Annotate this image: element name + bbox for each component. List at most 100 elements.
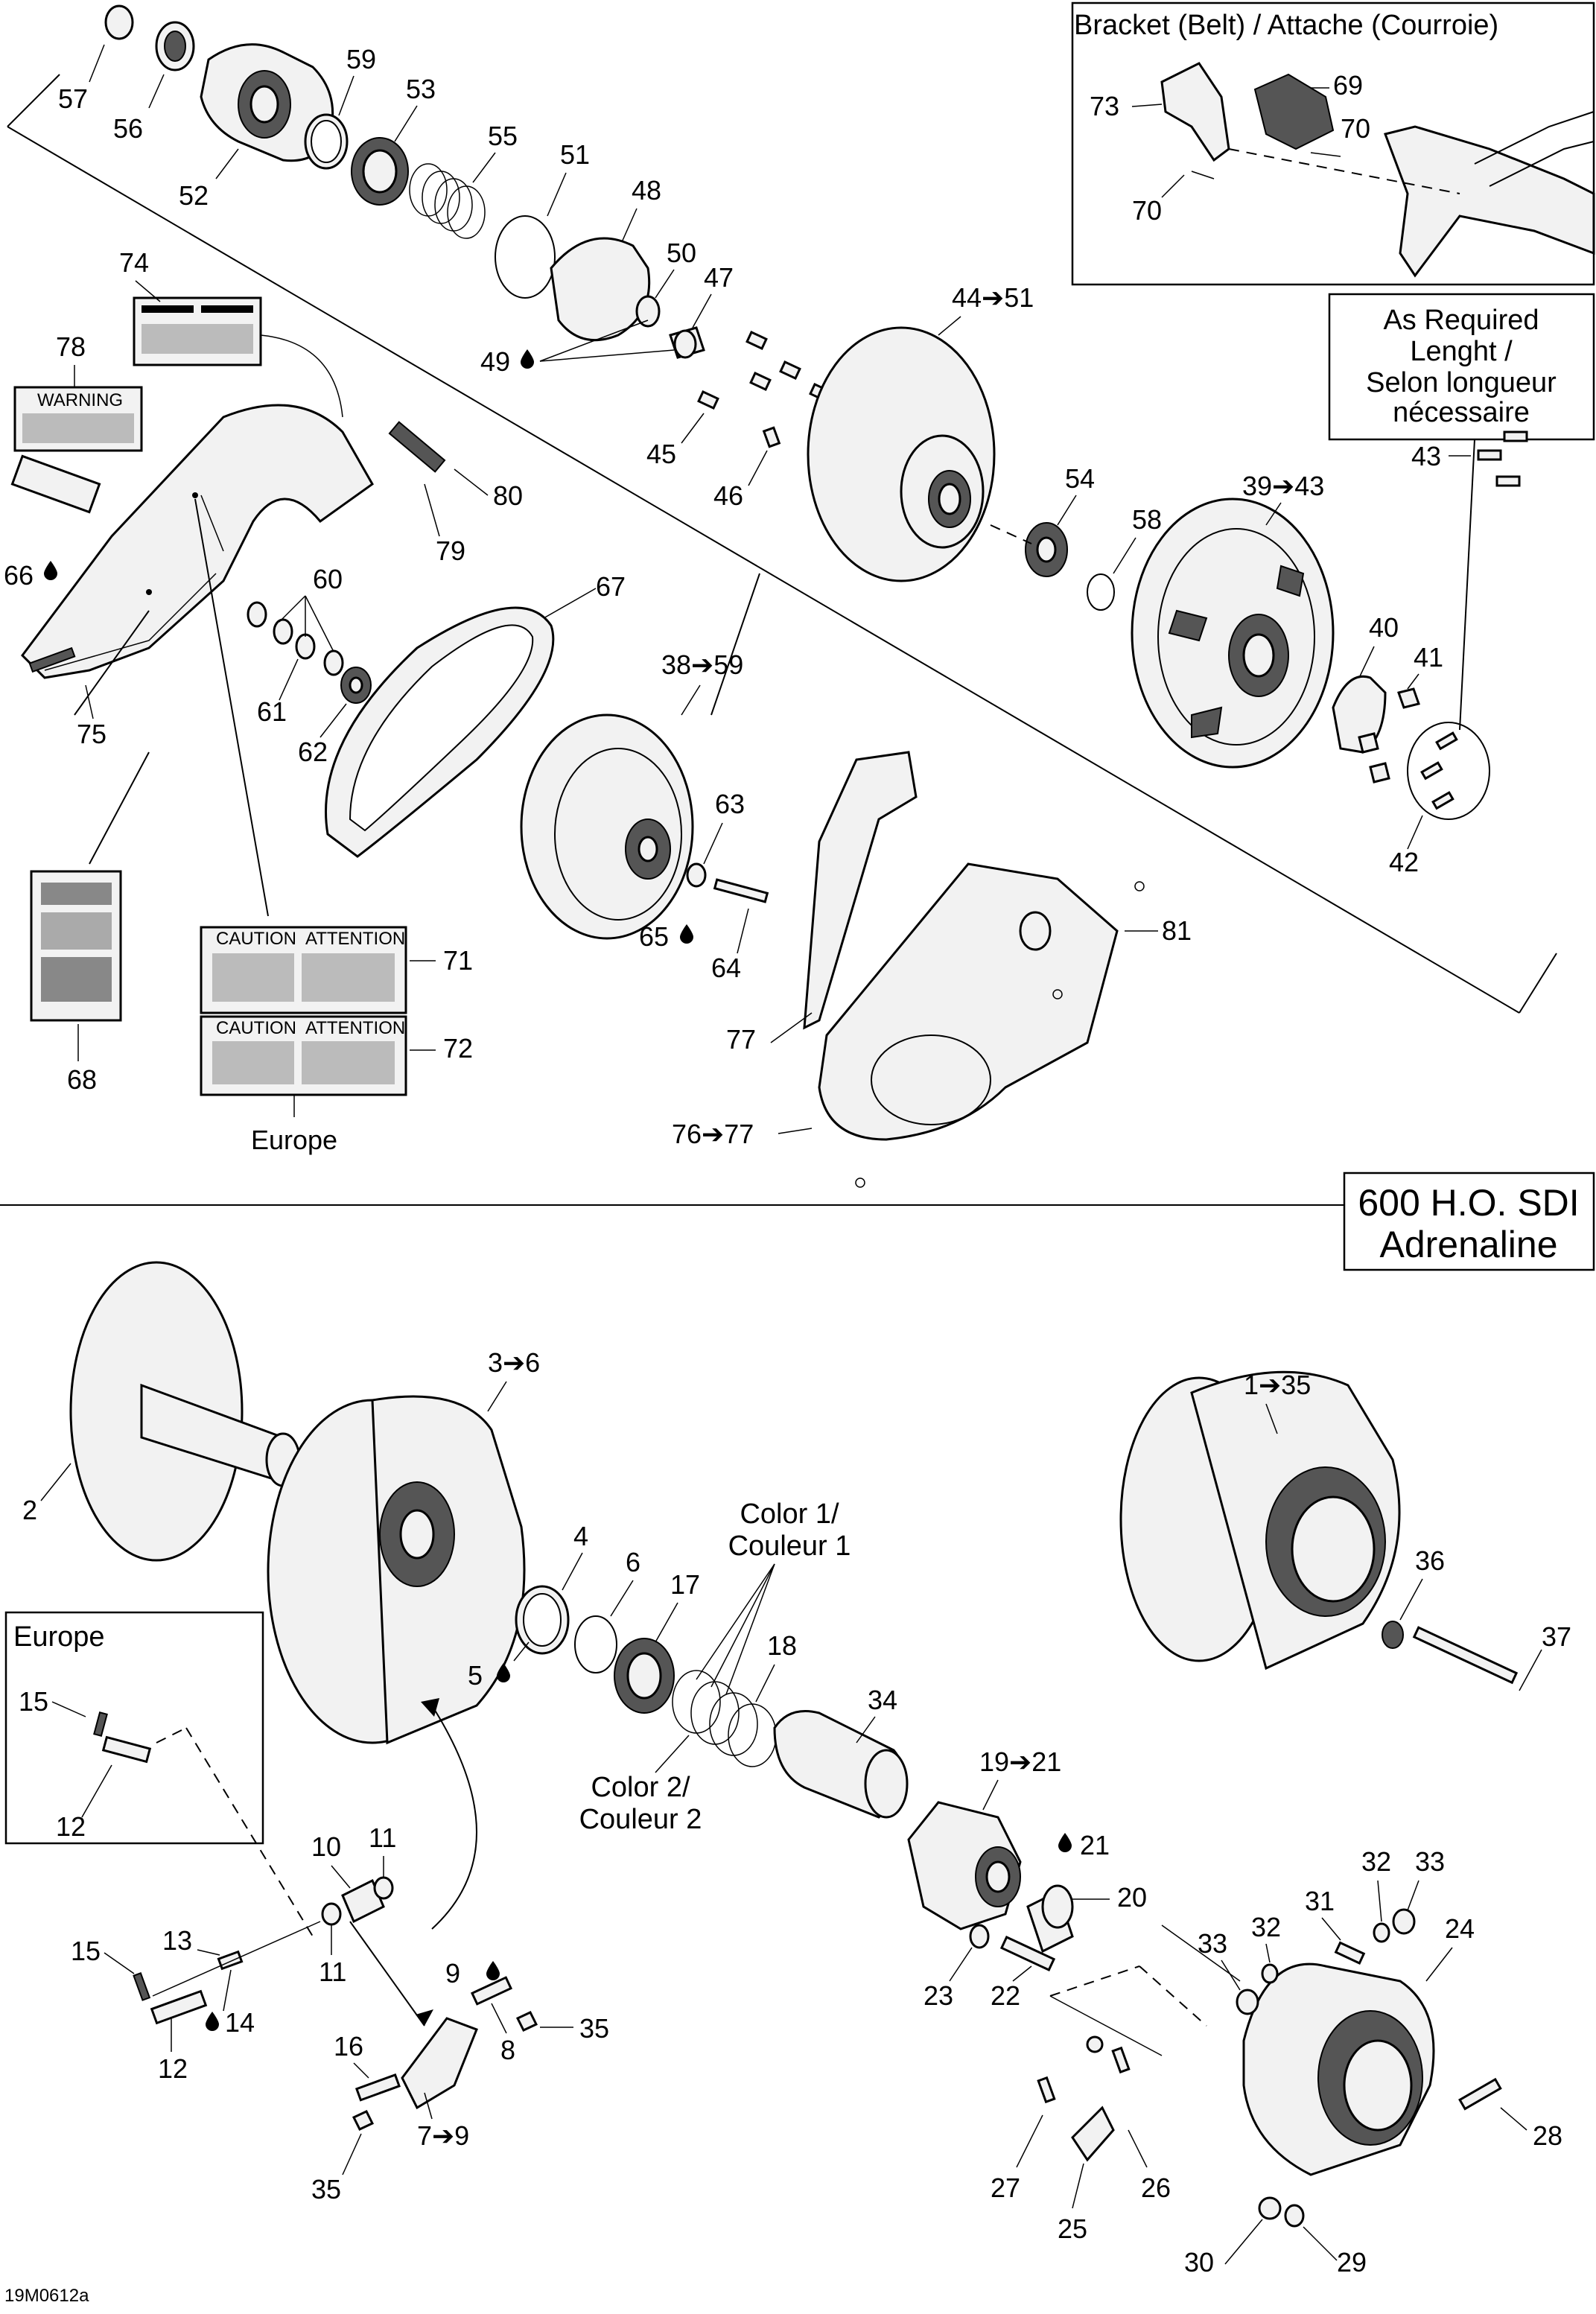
callout-68: 68 [67, 1064, 97, 1095]
callout-50: 50 [667, 238, 696, 268]
callout-6: 6 [626, 1547, 640, 1577]
callout-5: 5 [468, 1660, 483, 1691]
callout-75: 75 [77, 719, 106, 749]
callout-32a: 32 [1361, 1846, 1391, 1877]
callout-23: 23 [923, 1980, 953, 2011]
driven-sheave-44 [807, 326, 996, 582]
decal-72-caution: CAUTION [216, 1018, 296, 1038]
color1-line1: Color 1/ [740, 1498, 839, 1530]
callout-42: 42 [1389, 847, 1419, 877]
callout-1: 1➔35 [1244, 1370, 1311, 1400]
drop-icon [486, 1961, 500, 1980]
callout-21: 21 [1080, 1830, 1110, 1860]
callout-27: 27 [991, 2172, 1020, 2203]
callout-54: 54 [1065, 463, 1095, 494]
callout-69: 69 [1333, 70, 1363, 101]
callout-11a: 11 [369, 1822, 396, 1853]
spider-24 [1242, 1962, 1435, 2176]
callout-70b: 70 [1132, 195, 1162, 226]
pulley-guard-76 [803, 751, 1119, 1141]
callout-25: 25 [1058, 2213, 1087, 2244]
callout-79: 79 [436, 535, 465, 566]
callout-51: 51 [560, 139, 590, 170]
spring-18 [672, 1670, 777, 1767]
callout-37: 37 [1542, 1621, 1571, 1652]
drop-icon [44, 561, 57, 580]
driven-pulley-38 [520, 713, 694, 940]
drive-clutch-assembly-1 [1119, 1370, 1401, 1671]
assembly-boundary-lines [7, 74, 1557, 1014]
callout-35a: 35 [579, 2013, 609, 2044]
callout-17: 17 [670, 1569, 700, 1600]
callout-46: 46 [713, 480, 743, 511]
callout-3: 3➔6 [488, 1347, 540, 1378]
callout-60: 60 [313, 564, 343, 594]
callout-12b: 12 [158, 2053, 188, 2084]
callout-66: 66 [4, 560, 34, 591]
decal-71-attention: ATTENTION [305, 929, 405, 949]
callout-36: 36 [1415, 1545, 1445, 1576]
callout-70a: 70 [1341, 113, 1370, 144]
callout-24: 24 [1445, 1913, 1475, 1944]
callout-76: 76➔77 [672, 1119, 754, 1149]
callout-61: 61 [257, 696, 287, 727]
callout-2: 2 [22, 1495, 37, 1525]
decal-72-attention: ATTENTION [305, 1018, 405, 1038]
model-line2: Adrenaline [1379, 1224, 1557, 1265]
callout-19: 19➔21 [979, 1746, 1061, 1777]
driven-sheave-39 [1131, 498, 1335, 769]
callout-80: 80 [493, 480, 523, 511]
drop-icon [521, 349, 534, 369]
callout-62: 62 [298, 737, 328, 767]
callout-15b: 15 [71, 1936, 101, 1966]
callout-64: 64 [711, 953, 741, 983]
bracket-belt-box: Bracket (Belt) / Attache (Courroie) [1071, 1, 1595, 286]
callout-49: 49 [480, 346, 510, 377]
callout-7: 7➔9 [417, 2120, 469, 2151]
callout-52: 52 [179, 180, 209, 211]
callout-18: 18 [767, 1630, 797, 1661]
arrow-icon [431, 1705, 477, 1930]
belt-guard-75 [21, 404, 446, 679]
callout-11b: 11 [319, 1957, 346, 1987]
decal-71: CAUTION ATTENTION [200, 926, 407, 1014]
color2-line2: Couleur 2 [579, 1804, 702, 1835]
callout-33a: 33 [1415, 1846, 1445, 1877]
callout-35b: 35 [311, 2174, 341, 2205]
europe-box: Europe [4, 1611, 264, 1845]
callout-57: 57 [58, 83, 88, 114]
spring-55 [409, 163, 486, 239]
callout-71: 71 [443, 945, 473, 976]
decal-72: CAUTION ATTENTION [200, 1015, 407, 1096]
callout-29: 29 [1337, 2247, 1367, 2278]
callout-48: 48 [632, 175, 661, 206]
as-required-box: As Required Lenght / Selon longueur néce… [1328, 293, 1595, 441]
as-required-line2: Lenght / [1410, 336, 1513, 367]
decal-68 [30, 870, 122, 1022]
decal-71-caution: CAUTION [216, 929, 296, 949]
callout-14: 14 [225, 2007, 255, 2038]
model-line1: 600 H.O. SDI [1358, 1182, 1579, 1224]
drive-belt-67 [325, 606, 555, 858]
callout-53: 53 [406, 74, 436, 104]
callout-77: 77 [726, 1024, 756, 1055]
as-required-line1: As Required [1383, 305, 1539, 336]
europe-box-title: Europe [13, 1621, 105, 1653]
callout-8: 8 [500, 2035, 515, 2065]
cam-19 [907, 1801, 1022, 1930]
callout-12a: 12 [56, 1811, 86, 1842]
drive-sheave-2 [69, 1261, 301, 1562]
callout-72: 72 [443, 1033, 473, 1064]
callout-74: 74 [119, 247, 149, 278]
as-required-line4: nécessaire [1393, 397, 1530, 428]
callout-32b: 32 [1251, 1912, 1281, 1942]
drop-icon [1058, 1833, 1072, 1852]
callout-59: 59 [346, 44, 376, 74]
as-required-line3: Selon longueur [1366, 367, 1557, 398]
decal-78-warning: WARNING [37, 390, 123, 410]
callout-30: 30 [1184, 2247, 1214, 2278]
decal-78: WARNING [13, 386, 143, 452]
europe-decal-caption: Europe [251, 1125, 337, 1155]
callout-39: 39➔43 [1242, 471, 1324, 501]
callout-9: 9 [445, 1958, 460, 1989]
